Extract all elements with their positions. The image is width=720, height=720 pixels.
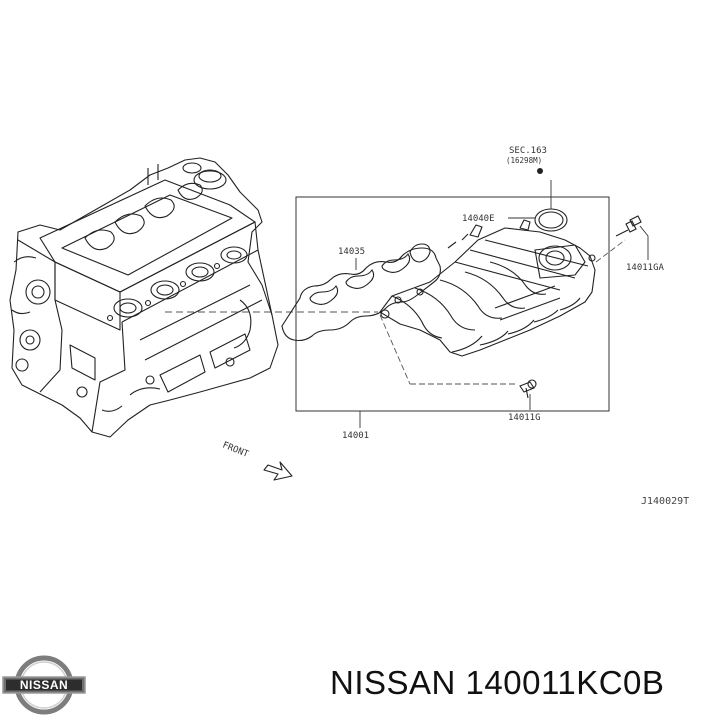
diagram-reference-code: J140029T bbox=[641, 496, 689, 507]
front-arrow-icon bbox=[263, 461, 293, 481]
intake-manifold-illustration bbox=[379, 219, 596, 357]
nissan-logo-text: NISSAN bbox=[20, 678, 68, 692]
bolt-14011g-illustration bbox=[519, 379, 537, 399]
throttle-gasket-illustration bbox=[534, 208, 568, 232]
label-14040e: 14040E bbox=[462, 214, 495, 224]
part-number-title: NISSAN 140011KC0B bbox=[330, 664, 665, 701]
label-sec-sub: (16298M) bbox=[506, 156, 542, 165]
stud-bolt-14011ga-illustration bbox=[615, 215, 642, 237]
intake-gasket-illustration bbox=[281, 243, 441, 342]
label-14011g: 14011G bbox=[508, 413, 541, 423]
label-14035: 14035 bbox=[338, 247, 365, 257]
nissan-logo: NISSAN bbox=[2, 655, 86, 715]
engine-block-illustration bbox=[9, 157, 279, 438]
assembly-frame bbox=[295, 196, 610, 412]
front-direction-label: FRONT bbox=[221, 441, 250, 461]
label-14001: 14001 bbox=[342, 431, 369, 441]
label-sec-163: SEC.163 bbox=[509, 146, 547, 156]
label-14011ga: 14011GA bbox=[626, 263, 665, 273]
